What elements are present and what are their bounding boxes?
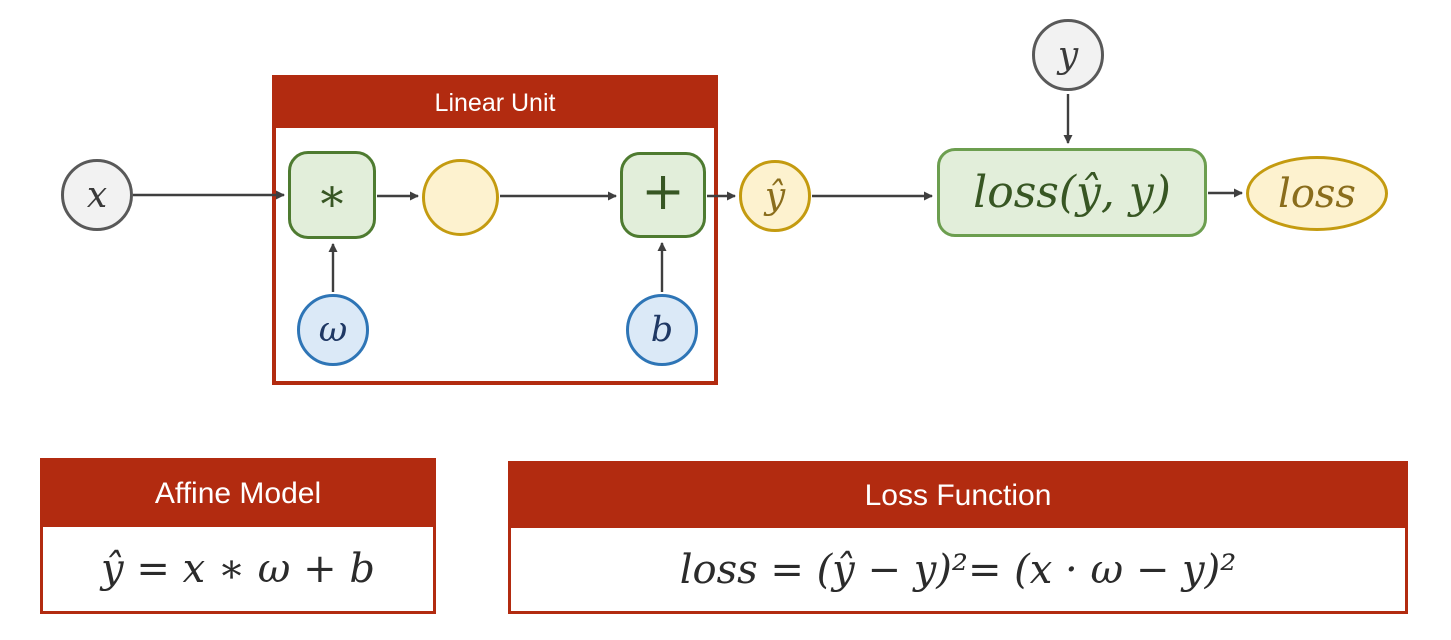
intermediate-node <box>422 159 499 236</box>
affine-model-panel: Affine Model ŷ = x ∗ ω + b <box>40 458 436 614</box>
loss-function-formula: loss = (ŷ − y)²= (x · ω − y)² <box>679 546 1237 593</box>
target-y-node: y <box>1032 19 1104 91</box>
prediction-yhat-label: ŷ <box>764 175 786 217</box>
loss-function-panel: Loss Function loss = (ŷ − y)²= (x · ω − … <box>508 461 1408 614</box>
multiply-op-label: ∗ <box>316 168 348 222</box>
loss-function-label: loss(ŷ, y) <box>973 167 1171 218</box>
loss-function-node: loss(ŷ, y) <box>937 148 1207 237</box>
loss-output-node: loss <box>1246 156 1388 231</box>
loss-function-body: loss = (ŷ − y)²= (x · ω − y)² <box>511 528 1405 611</box>
input-x-label: x <box>86 174 108 216</box>
weight-omega-node: ω <box>297 294 369 366</box>
input-x-node: x <box>61 159 133 231</box>
add-op-label: + <box>641 162 685 222</box>
loss-output-label: loss <box>1278 170 1356 217</box>
affine-model-header: Affine Model <box>43 461 433 527</box>
bias-b-label: b <box>650 310 674 350</box>
bias-b-node: b <box>626 294 698 366</box>
add-op-box: + <box>620 152 706 238</box>
target-y-label: y <box>1057 34 1079 76</box>
affine-model-body: ŷ = x ∗ ω + b <box>43 527 433 611</box>
loss-function-title: Loss Function <box>864 479 1052 512</box>
affine-model-title: Affine Model <box>154 477 322 510</box>
linear-unit-header: Linear Unit <box>276 79 714 128</box>
linear-unit-title: Linear Unit <box>434 89 556 117</box>
loss-function-header: Loss Function <box>511 464 1405 528</box>
weight-omega-label: ω <box>318 310 348 350</box>
affine-model-formula: ŷ = x ∗ ω + b <box>101 546 375 592</box>
prediction-yhat-node: ŷ <box>739 160 811 232</box>
linear-unit-frame: Linear Unit <box>272 75 718 385</box>
multiply-op-box: ∗ <box>288 151 376 239</box>
